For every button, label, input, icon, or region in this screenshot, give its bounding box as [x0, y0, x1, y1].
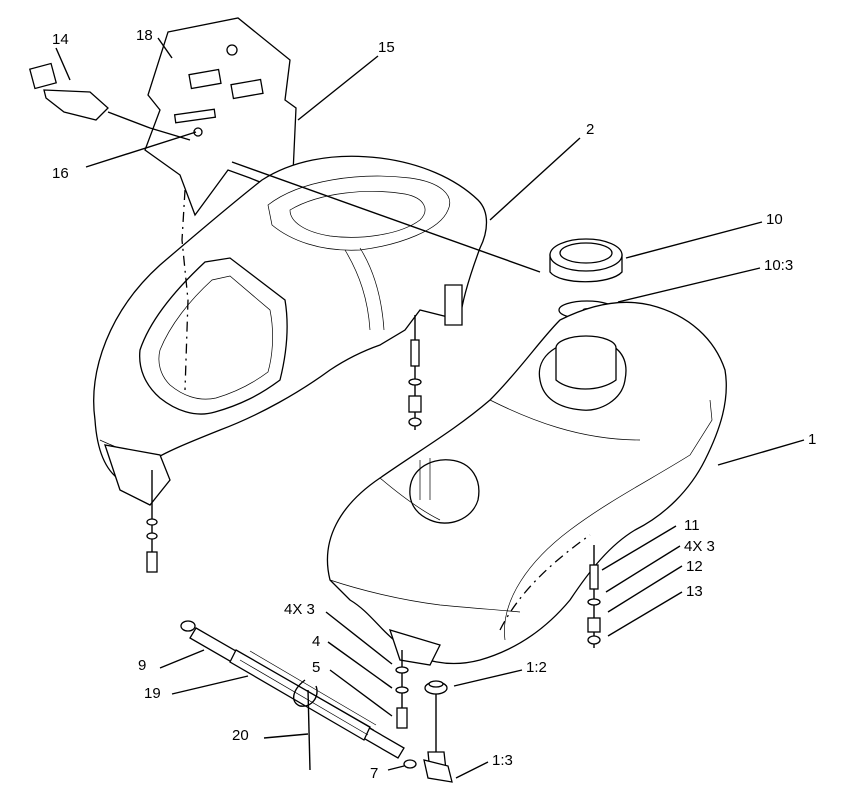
- callout-4x3-left: 4X 3: [284, 601, 315, 618]
- callout-4: 4: [312, 633, 320, 650]
- lower-fastener-stack: [395, 650, 409, 729]
- callout-16: 16: [52, 165, 69, 182]
- callout-9: 9: [138, 657, 146, 674]
- upper-shroud: [93, 155, 488, 506]
- callout-4x3-right: 4X 3: [684, 538, 715, 555]
- callout-1: 1: [808, 431, 816, 448]
- callout-10: 10: [766, 211, 783, 228]
- callout-13: 13: [686, 583, 703, 600]
- grommet-valve: [403, 680, 453, 783]
- callout-11: 11: [684, 517, 700, 534]
- callout-labels: 14 18 15 16 2 10 10:3 1 11 4X 3 12 13 4X…: [52, 27, 816, 782]
- callout-5: 5: [312, 659, 320, 676]
- left-fastener-stack: [146, 470, 158, 573]
- callout-19: 19: [144, 685, 161, 702]
- callout-2: 2: [586, 121, 594, 138]
- callout-7: 7: [370, 765, 378, 782]
- callout-10-3: 10:3: [764, 257, 793, 274]
- callout-14: 14: [52, 31, 69, 48]
- switch-sender: [28, 62, 191, 141]
- right-fastener-stack: [587, 545, 601, 648]
- callout-15: 15: [378, 39, 395, 56]
- bracket-plate: [144, 17, 297, 217]
- callout-18: 18: [136, 27, 153, 44]
- leader-lines: [55, 37, 805, 779]
- center-fastener-stack: [408, 315, 422, 430]
- callout-1-2: 1:2: [526, 659, 547, 676]
- callout-12: 12: [686, 558, 703, 575]
- callout-1-3: 1:3: [492, 752, 513, 769]
- callout-20: 20: [232, 727, 249, 744]
- fuel-rod: [231, 161, 541, 273]
- fuel-tank: [326, 301, 727, 666]
- fuel-hose-assembly: [180, 620, 405, 771]
